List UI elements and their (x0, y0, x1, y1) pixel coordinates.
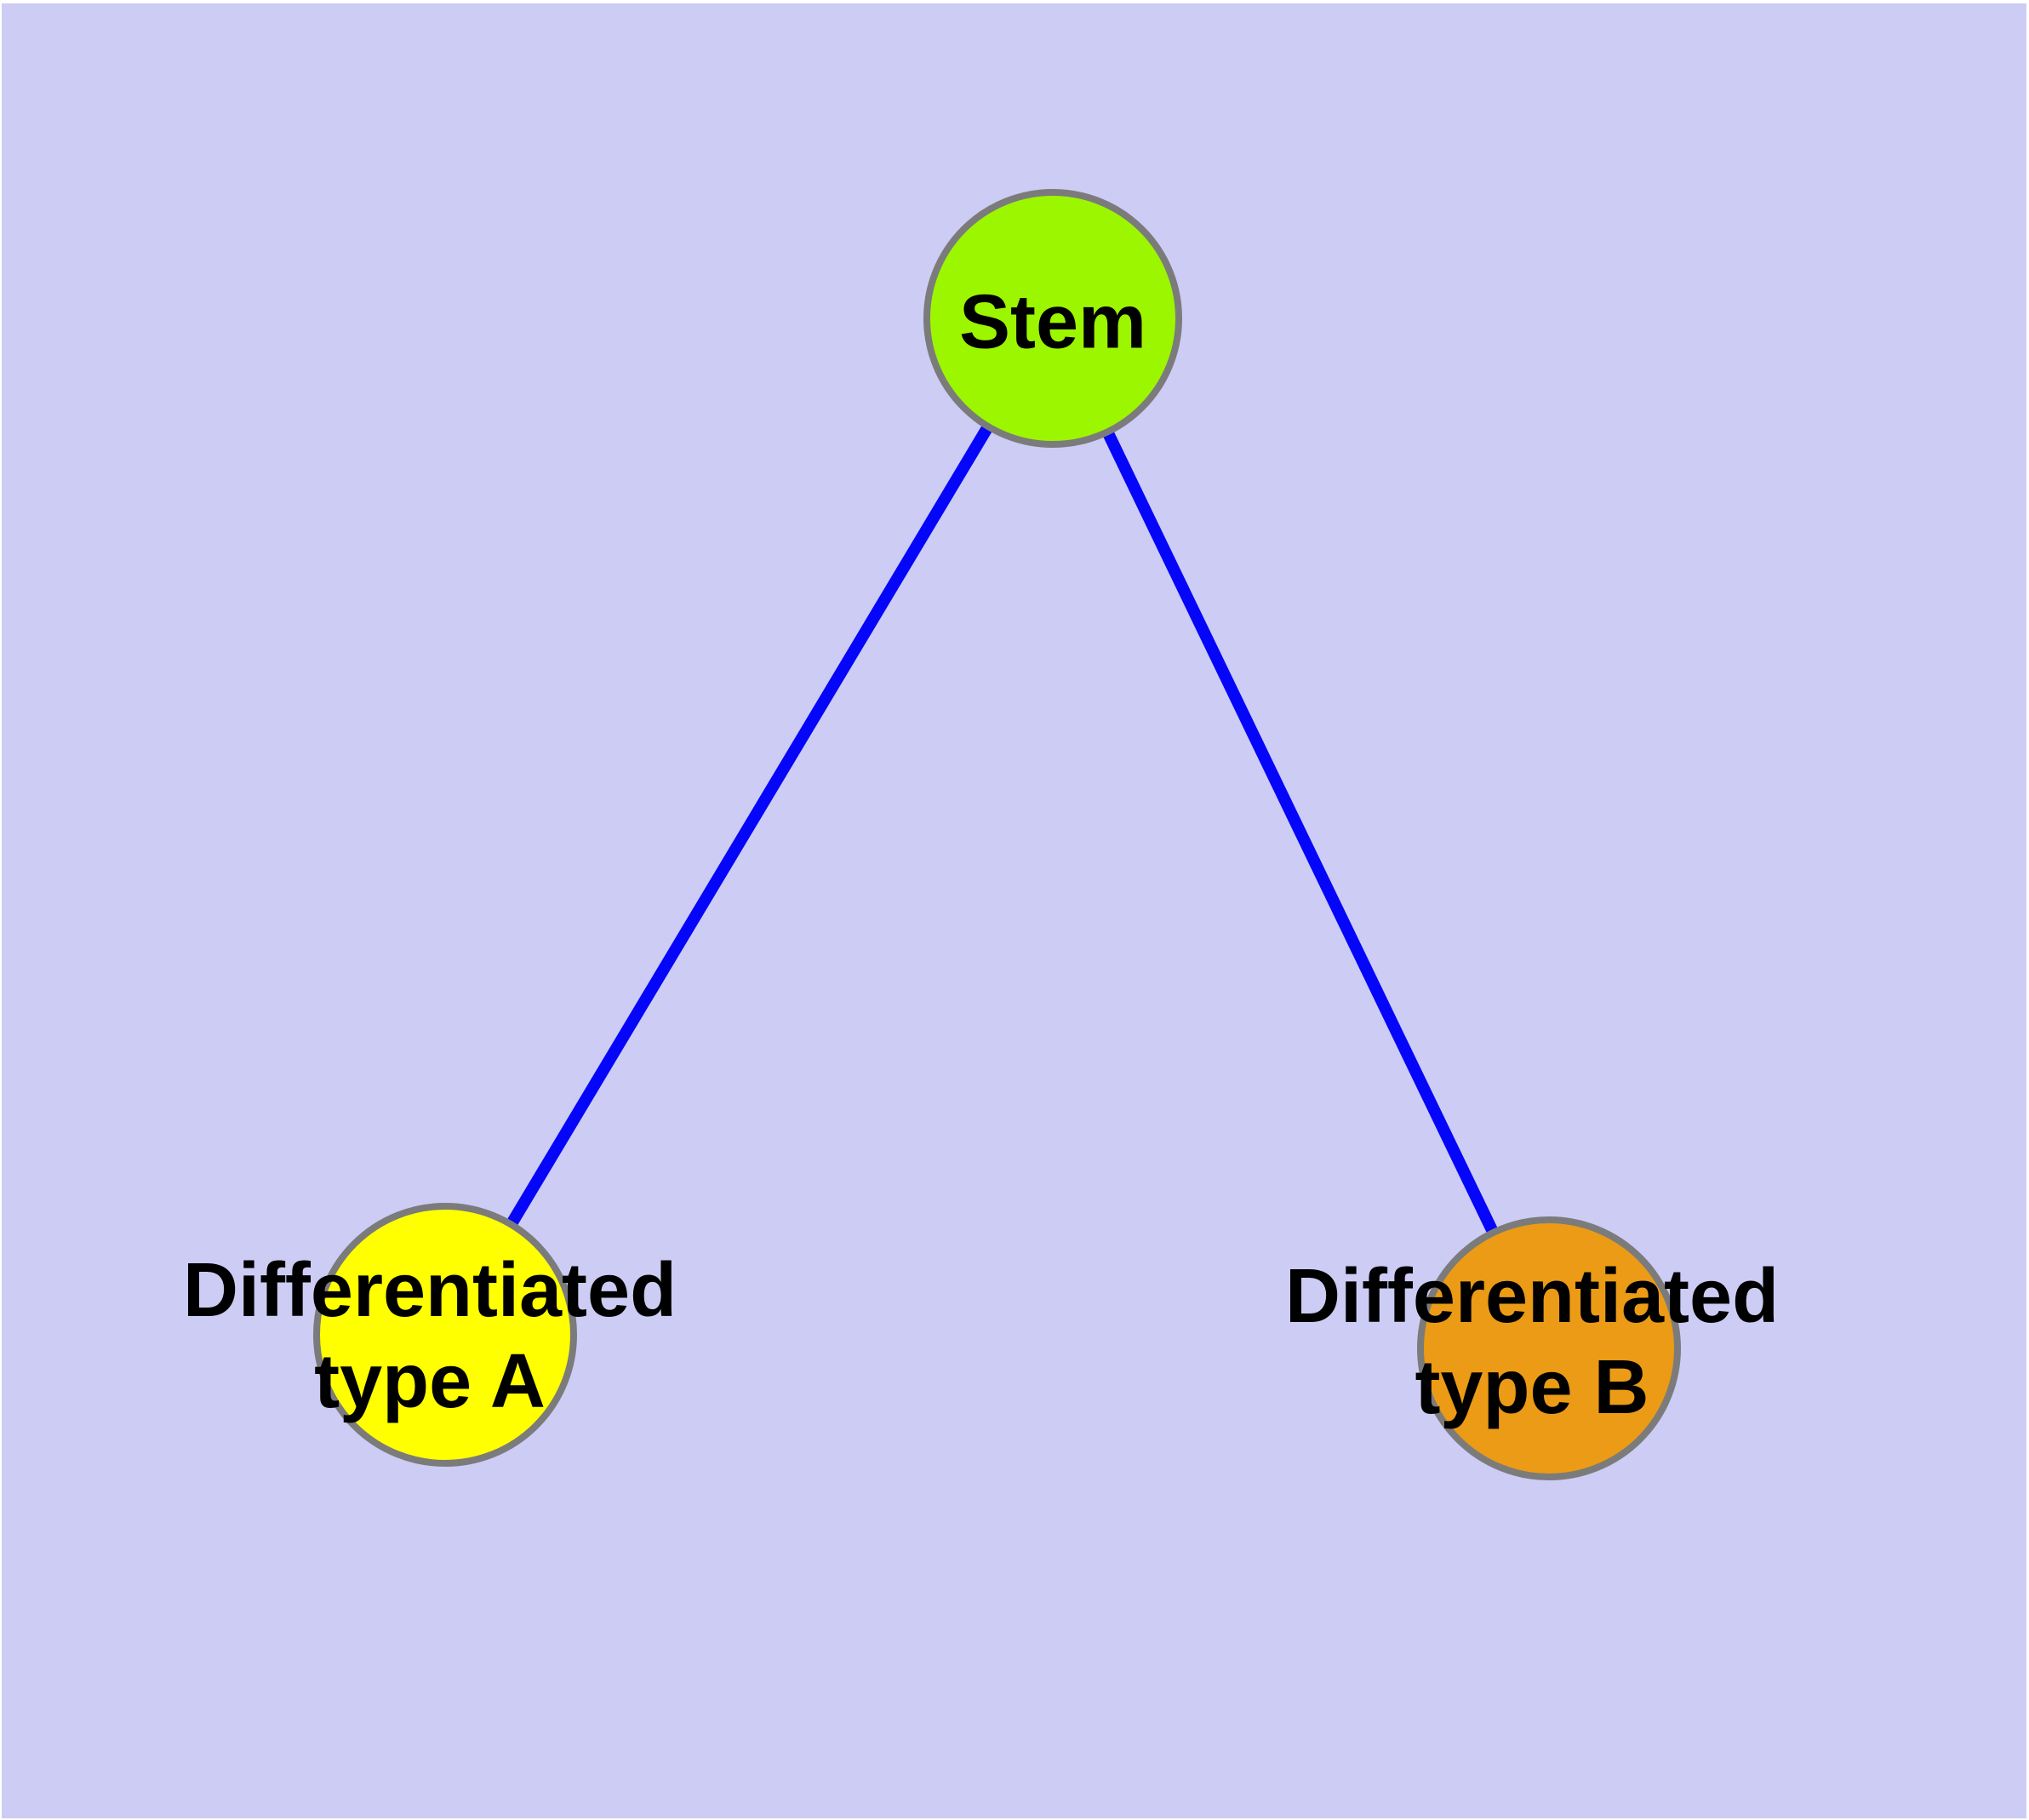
edge-stem-to-type-a (439, 315, 1059, 1338)
node-type-a-circle (313, 1203, 577, 1467)
node-type-b-circle (1417, 1216, 1681, 1480)
node-type-a-label-line1: Differentiated (182, 1248, 677, 1333)
edge-stem-to-type-b (1047, 315, 1555, 1352)
node-type-a-label-line2: type A (314, 1339, 546, 1424)
node-type-a-label: Differentiated type A (183, 1245, 677, 1428)
node-stem-circle (923, 189, 1182, 448)
node-type-b-label: Differentiated type B (1285, 1251, 1779, 1434)
node-stem-label: Stem (958, 279, 1147, 365)
node-type-b-label-line2: type B (1415, 1345, 1649, 1430)
node-type-b-label-line1: Differentiated (1284, 1254, 1780, 1339)
